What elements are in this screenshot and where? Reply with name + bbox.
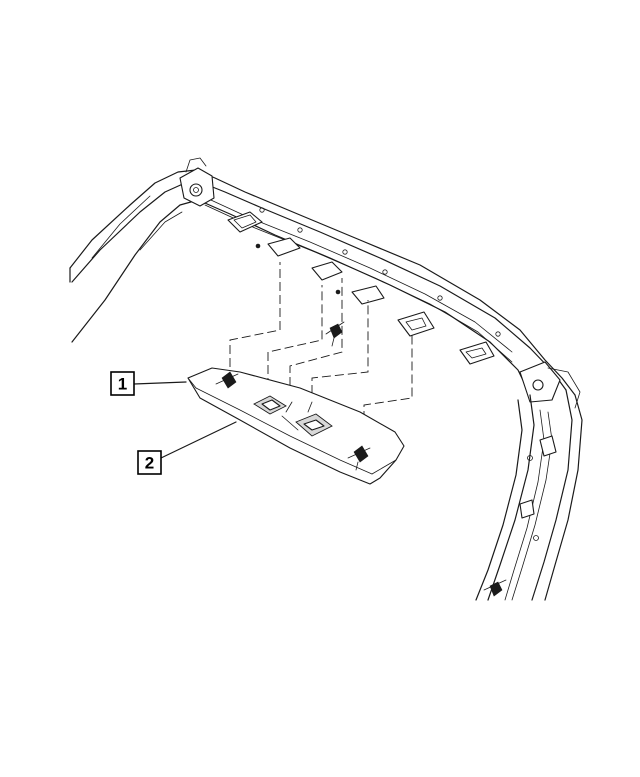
roof-frame	[69, 157, 581, 409]
a-pillar-left	[69, 195, 151, 283]
callout-2-label: 2	[145, 454, 154, 473]
callout-1-box	[110, 371, 135, 396]
a-pillar-right	[475, 389, 583, 601]
header-fastener	[325, 321, 345, 347]
callout-1-label: 1	[118, 375, 127, 394]
header-trim-panel	[187, 367, 405, 485]
callout-2: 2	[137, 421, 237, 475]
callout-2-box	[137, 450, 162, 475]
callout-1: 1	[110, 371, 187, 396]
